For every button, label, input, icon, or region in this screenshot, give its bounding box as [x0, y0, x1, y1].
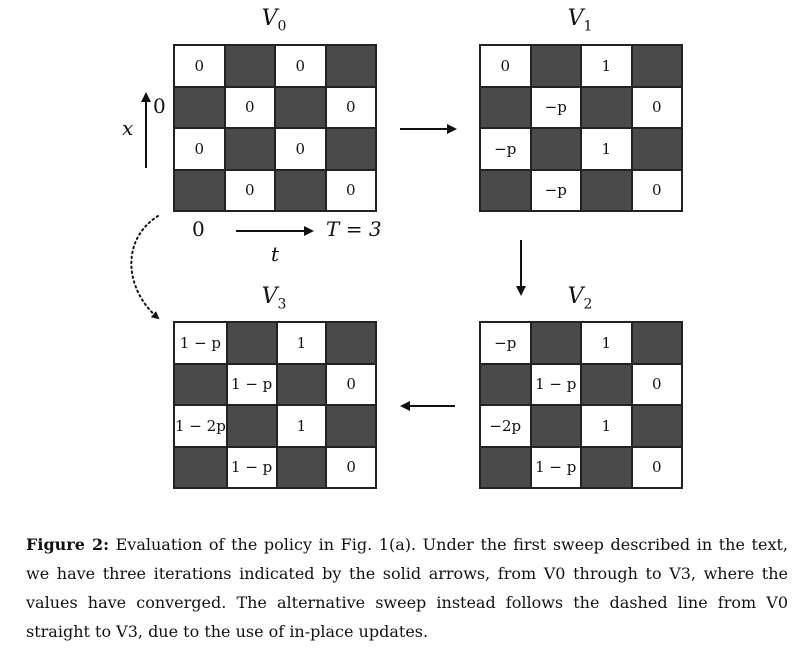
- grid-v1-cell-r2-c0: −p: [480, 128, 531, 170]
- grid-v2-cell-r1-c2: [581, 363, 632, 405]
- grid-v1-cell-r1-c3: 0: [631, 86, 682, 128]
- grid-v3-cell-r1-c3: 0: [326, 363, 376, 405]
- grid-v0-cell-r3-c0: [174, 169, 225, 211]
- grid-v1-cell-r0-c1: [530, 45, 581, 87]
- grid-title-v2-sub: 2: [583, 296, 593, 313]
- figure-caption: Figure 2: Evaluation of the policy in Fi…: [26, 530, 788, 646]
- grid-v3-cell-r0-c0: 1 − p: [174, 322, 227, 364]
- grid-v2-cell-r3-c1: 1 − p: [530, 446, 581, 488]
- grid-v2-cell-r2-c2: 1: [581, 405, 632, 447]
- grid-v0-cell-r1-c2: [275, 86, 326, 128]
- caption-label: Figure 2:: [26, 535, 109, 554]
- grid-v3-cell-r3-c2: [276, 446, 327, 488]
- t-axis-zero-label: 0: [192, 217, 205, 241]
- grid-v2-cell-r1-c0: [480, 363, 531, 405]
- grid-v2-cell-r1-c3: 0: [631, 363, 682, 405]
- grid-v2-cell-r0-c0: −p: [480, 322, 531, 364]
- grid-title-v0: V0: [244, 6, 304, 34]
- grid-v3-cell-r2-c2: 1: [276, 405, 327, 447]
- grid-v2-cell-r3-c3: 0: [631, 446, 682, 488]
- grid-v2-cell-r0-c2: 1: [581, 322, 632, 364]
- grid-v0-cell-r0-c1: [224, 45, 275, 87]
- grid-v1-cell-r0-c2: 1: [581, 45, 632, 87]
- grid-v0-cell-r2-c2: 0: [275, 128, 326, 170]
- grid-v3-cell-r2-c0: 1 − 2p: [174, 405, 227, 447]
- grid-v1-cell-r1-c2: [581, 86, 632, 128]
- grid-title-v2: V2: [550, 284, 610, 312]
- grid-v0-cell-r2-c1: [224, 128, 275, 170]
- x-axis-label: x: [122, 116, 134, 140]
- grid-v0-cell-r1-c0: [174, 86, 225, 128]
- grid-v0-cell-r0-c0: 0: [174, 45, 225, 87]
- grid-v1-cell-r2-c1: [530, 128, 581, 170]
- grid-title-v0-sub: 0: [277, 18, 287, 35]
- grid-v1-cell-r3-c1: −p: [530, 169, 581, 211]
- grid-v0-cell-r0-c2: 0: [275, 45, 326, 87]
- grid-v0-cell-r2-c0: 0: [174, 128, 225, 170]
- grid-title-v1: V1: [550, 6, 610, 34]
- grid-v2-cell-r2-c0: −2p: [480, 405, 531, 447]
- grid-v3-cell-r3-c1: 1 − p: [226, 446, 277, 488]
- grid-v0-cell-r3-c2: [275, 169, 326, 211]
- grid-v1-cell-r3-c2: [581, 169, 632, 211]
- grid-v3-cell-r1-c1: 1 − p: [226, 363, 277, 405]
- grid-v2-cell-r2-c1: [530, 405, 581, 447]
- t-axis-end-label: T = 3: [326, 217, 382, 241]
- grid-v3-cell-r1-c2: [276, 363, 327, 405]
- grid-v1-cell-r1-c1: −p: [530, 86, 581, 128]
- grid-v1-cell-r2-c3: [631, 128, 682, 170]
- grid-v1-cell-r3-c0: [480, 169, 531, 211]
- grid-v3-cell-r2-c3: [326, 405, 376, 447]
- grid-v3-cell-r3-c0: [174, 446, 227, 488]
- dotted-arrow-v0-to-v3: [130, 215, 160, 320]
- grid-v0-cell-r3-c3: 0: [325, 169, 376, 211]
- grid-v2-cell-r0-c1: [530, 322, 581, 364]
- grid-v3-cell-r3-c3: 0: [326, 446, 376, 488]
- grid-title-v3-sub: 3: [277, 296, 287, 313]
- grid-title-v2-name: V: [567, 284, 584, 309]
- grid-title-v0-name: V: [261, 6, 278, 31]
- grid-v1-cell-r1-c0: [480, 86, 531, 128]
- grid-v2-cell-r3-c0: [480, 446, 531, 488]
- grid-v0-cell-r2-c3: [325, 128, 376, 170]
- grid-v3-cell-r1-c0: [174, 363, 227, 405]
- grid-v2-cell-r3-c2: [581, 446, 632, 488]
- grid-v3-cell-r0-c1: [226, 322, 277, 364]
- grid-title-v3: V3: [244, 284, 304, 312]
- caption-text: Evaluation of the policy in Fig. 1(a). U…: [26, 535, 788, 641]
- grid-title-v1-sub: 1: [583, 18, 593, 35]
- x-axis-zero-label: 0: [153, 94, 166, 118]
- grid-v2-cell-r2-c3: [631, 405, 682, 447]
- t-axis-label: t: [271, 242, 280, 266]
- grid-v0-cell-r1-c1: 0: [224, 86, 275, 128]
- grid-v1-cell-r3-c3: 0: [631, 169, 682, 211]
- grid-title-v1-name: V: [567, 6, 584, 31]
- grid-v1-cell-r0-c3: [631, 45, 682, 87]
- grid-v3-cell-r2-c1: [226, 405, 277, 447]
- grid-v1-cell-r2-c2: 1: [581, 128, 632, 170]
- grid-title-v3-name: V: [261, 284, 278, 309]
- grid-v1-cell-r0-c0: 0: [480, 45, 531, 87]
- grid-v2-cell-r0-c3: [631, 322, 682, 364]
- grid-v3-cell-r0-c2: 1: [276, 322, 327, 364]
- grid-v2-cell-r1-c1: 1 − p: [530, 363, 581, 405]
- grid-v0-cell-r1-c3: 0: [325, 86, 376, 128]
- grid-v3-cell-r0-c3: [326, 322, 376, 364]
- grid-v0-cell-r3-c1: 0: [224, 169, 275, 211]
- grid-v0-cell-r0-c3: [325, 45, 376, 87]
